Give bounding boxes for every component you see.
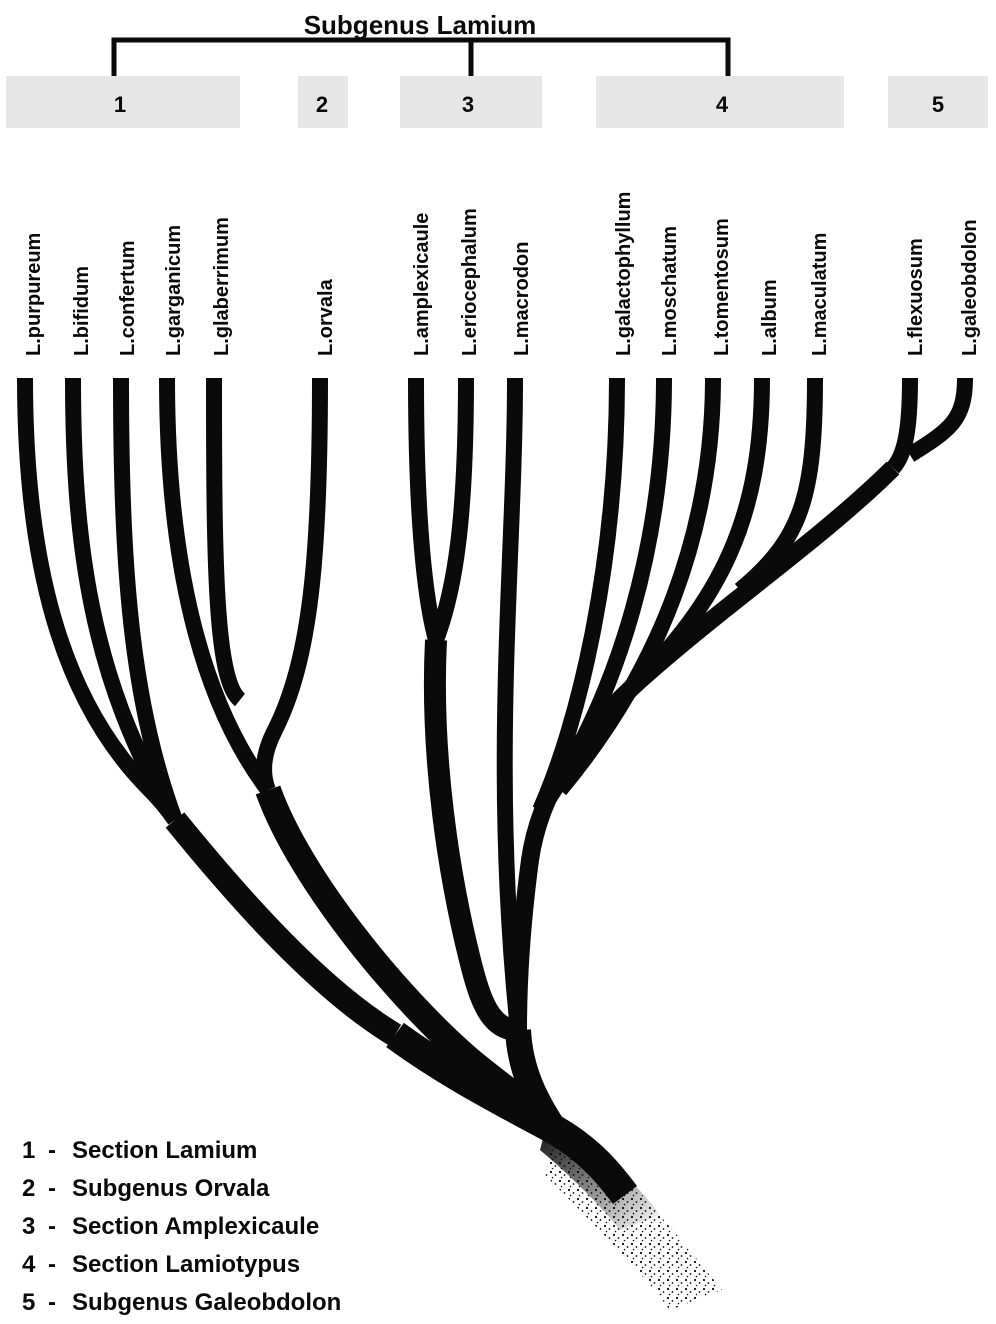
species-labels: L.purpureum L.bifidum L.confertum L.garg… bbox=[23, 192, 981, 356]
group-box-4 bbox=[596, 76, 844, 128]
group-number-2: 2 bbox=[316, 92, 328, 117]
legend-text-4: Section Lamiotypus bbox=[72, 1251, 300, 1278]
legend-text-5: Subgenus Galeobdolon bbox=[72, 1289, 341, 1316]
species-label-flexuosum: L.flexuosum bbox=[905, 238, 927, 356]
branch-lamiotypus-stem bbox=[509, 461, 900, 1031]
svg-text:-: - bbox=[48, 1289, 56, 1316]
species-label-eriocephalum: L.eriocephalum bbox=[459, 208, 481, 356]
subgenus-bracket bbox=[111, 37, 731, 76]
group-box-5 bbox=[888, 76, 988, 128]
species-label-purpureum: L.purpureum bbox=[23, 233, 45, 356]
branch-tomentosum bbox=[553, 377, 721, 796]
species-label-orvala: L.orvala bbox=[315, 278, 337, 356]
legend-text-3: Section Amplexicaule bbox=[72, 1213, 319, 1240]
branch-glaberrimum bbox=[206, 377, 246, 707]
branch-eriocephalum bbox=[428, 377, 474, 643]
svg-text:-: - bbox=[48, 1251, 56, 1278]
species-label-galeobdolon: L.galeobdolon bbox=[959, 219, 981, 356]
legend-number-1: 1 bbox=[22, 1137, 35, 1164]
group-number-1: 1 bbox=[114, 92, 126, 117]
species-label-confertum: L.confertum bbox=[117, 240, 139, 356]
branch-section-lamium-stem bbox=[165, 812, 402, 1046]
species-label-tomentosum: L.tomentosum bbox=[711, 218, 733, 356]
species-label-galactophyllum: L.galactophyllum bbox=[613, 192, 635, 356]
group-number-3: 3 bbox=[462, 92, 474, 117]
branch-orvala bbox=[256, 377, 328, 793]
branch-macrodon bbox=[496, 377, 526, 1031]
branch-bifidum bbox=[65, 377, 182, 825]
branch-flexuosum bbox=[886, 377, 918, 474]
group-boxes: 1 2 3 4 5 bbox=[6, 76, 988, 128]
species-label-amplexicaule: L.amplexicaule bbox=[411, 213, 433, 356]
legend-number-5: 5 bbox=[22, 1289, 35, 1316]
legend-text-1: Section Lamium bbox=[72, 1137, 257, 1164]
group-box-1 bbox=[6, 76, 240, 128]
svg-text:-: - bbox=[48, 1137, 56, 1164]
branch-orvala-garganicum-stem bbox=[255, 785, 565, 1140]
branch-galeobdolon bbox=[905, 377, 973, 462]
branch-garganicum bbox=[159, 377, 275, 795]
species-label-album: L.album bbox=[759, 279, 781, 356]
group-box-3 bbox=[400, 76, 542, 128]
species-label-glaberrimum: L.glaberrimum bbox=[211, 217, 233, 356]
legend-number-2: 2 bbox=[22, 1175, 35, 1202]
phylogenetic-tree bbox=[17, 377, 973, 1310]
group-number-4: 4 bbox=[716, 92, 729, 117]
species-label-garganicum: L.garganicum bbox=[163, 225, 185, 356]
legend-text-2: Subgenus Orvala bbox=[72, 1175, 270, 1202]
species-label-macrodon: L.macrodon bbox=[511, 242, 533, 356]
species-label-maculatum: L.maculatum bbox=[809, 233, 831, 356]
legend-number-4: 4 bbox=[22, 1251, 36, 1278]
diagram-title: Subgenus Lamium bbox=[304, 10, 537, 40]
legend-number-3: 3 bbox=[22, 1213, 35, 1240]
svg-text:-: - bbox=[48, 1175, 56, 1202]
branch-amplexicaule-stem bbox=[423, 639, 520, 1041]
species-label-bifidum: L.bifidum bbox=[71, 266, 93, 356]
branch-confertum bbox=[113, 377, 183, 823]
group-number-5: 5 bbox=[932, 92, 944, 117]
legend: 1 - Section Lamium 2 - Subgenus Orvala 3… bbox=[22, 1137, 341, 1316]
species-label-moschatum: L.moschatum bbox=[659, 226, 681, 356]
group-box-2 bbox=[298, 76, 348, 128]
svg-text:-: - bbox=[48, 1213, 56, 1240]
branch-amplexicaule bbox=[408, 377, 444, 643]
